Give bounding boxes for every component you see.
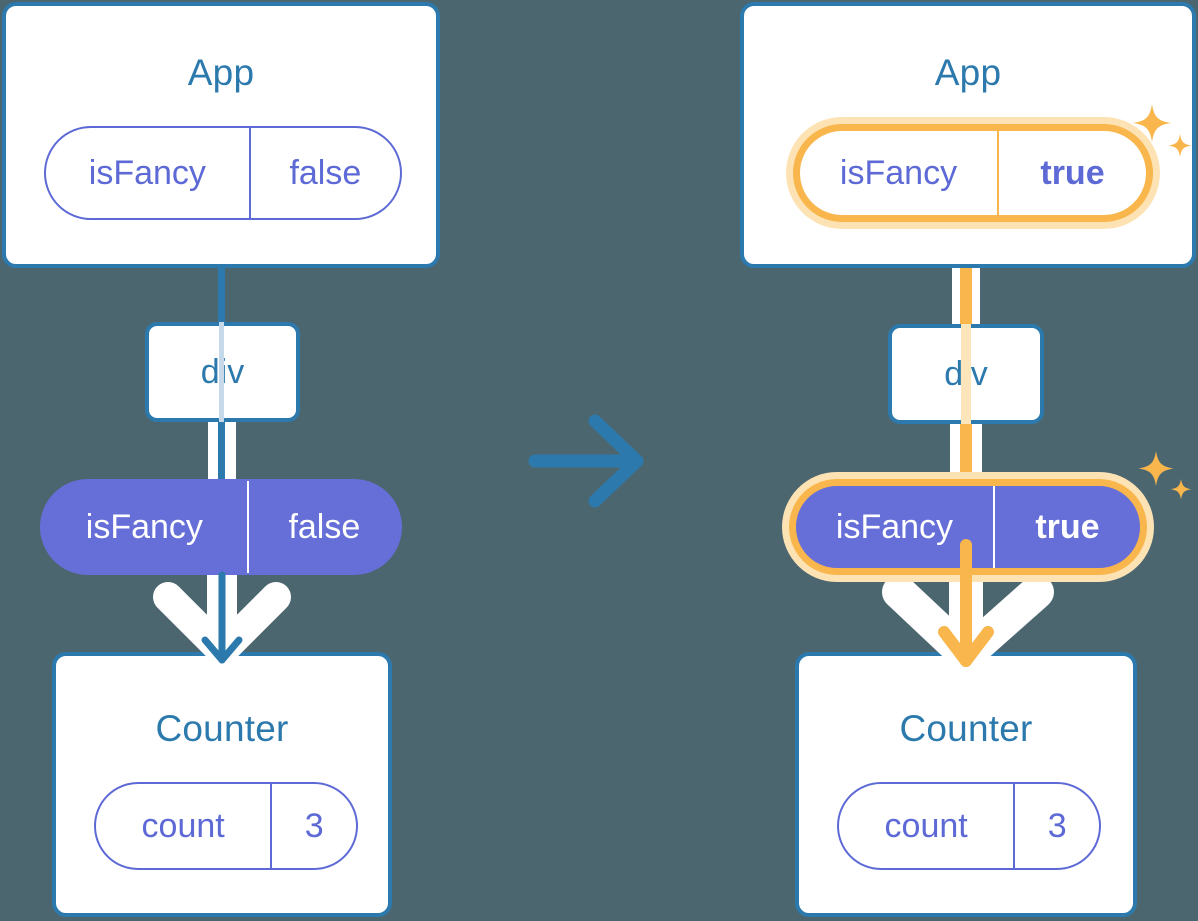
left-counter-card-title: Counter — [155, 708, 289, 749]
right-app-card: App isFancy true — [740, 2, 1196, 268]
sparkle-small-icon — [1168, 134, 1192, 157]
right-connector-through-div — [961, 324, 971, 424]
left-props-key: isFancy — [85, 507, 203, 546]
right-counter-card-title: Counter — [899, 708, 1033, 749]
right-props-key: isFancy — [835, 507, 954, 546]
left-connector-app-to-div — [218, 267, 225, 324]
sparkle-small-icon — [1170, 479, 1192, 500]
left-connector-through-div — [219, 322, 224, 422]
right-counter-card: Counter count 3 — [795, 652, 1137, 917]
left-counter-state-key: count — [141, 806, 225, 845]
right-app-card-title: App — [934, 52, 1002, 93]
left-counter-card: Counter count 3 — [52, 652, 392, 917]
left-app-state-pill: isFancy false — [44, 126, 402, 220]
right-app-state-pill: isFancy true — [793, 124, 1153, 222]
left-connector-div-to-props — [218, 420, 225, 490]
right-connector-div-to-props — [960, 422, 972, 492]
left-props-value: false — [246, 481, 400, 573]
sparkle-large-icon — [1133, 104, 1171, 142]
left-app-card-title: App — [187, 52, 255, 93]
right-counter-state-value: 3 — [1013, 784, 1099, 868]
left-props-pill: isFancy false — [40, 479, 402, 575]
left-app-card: App isFancy false — [2, 2, 440, 268]
right-props-pill: isFancy true — [789, 479, 1147, 575]
left-counter-state-value: 3 — [270, 784, 356, 868]
left-app-state-key: isFancy — [88, 153, 206, 192]
sparkle-large-icon — [1138, 451, 1174, 486]
left-counter-state-pill: count 3 — [94, 782, 358, 870]
right-app-state-value: true — [996, 131, 1146, 215]
right-app-sparkle-group — [1133, 104, 1192, 157]
right-props-sparkle-group — [1138, 451, 1192, 500]
right-app-state-key: isFancy — [839, 153, 958, 192]
right-counter-state-pill: count 3 — [837, 782, 1101, 870]
left-app-state-value: false — [248, 128, 400, 218]
right-counter-state-key: count — [884, 806, 968, 845]
right-props-value: true — [992, 486, 1140, 568]
arrow-right-icon — [528, 414, 644, 508]
